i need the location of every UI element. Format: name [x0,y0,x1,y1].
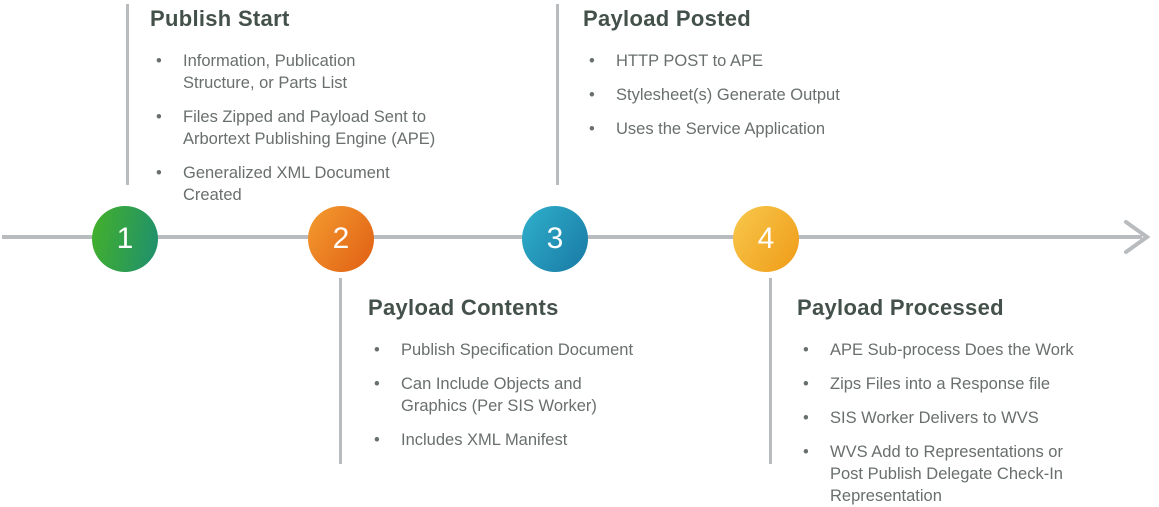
connector-step1 [126,4,129,185]
step1-bullet-3: Generalized XML Document Created [150,162,515,206]
step3-bullet-3: Uses the Service Application [583,118,913,140]
step2-bullet-1: Publish Specification Document [368,339,718,361]
step3-bullet-1: HTTP POST to APE [583,50,913,72]
step3-marker: 3 [522,206,588,272]
step1-marker: 1 [92,206,158,272]
step3-title: Payload Posted [583,6,752,31]
step2-marker: 2 [308,206,374,272]
connector-step2 [339,278,342,464]
step1-bullet-2: Files Zipped and Payload Sent to Arborte… [150,106,515,150]
step4-marker: 4 [733,206,799,272]
step2-title: Payload Contents [368,295,559,320]
timeline-arrowhead-icon [1124,220,1151,254]
connector-step4 [769,278,772,464]
step1-title: Publish Start [150,6,290,31]
step2-bullet-3: Includes XML Manifest [368,429,718,451]
step4-number: 4 [757,222,775,255]
step1-bullet-list: Information, Publication Structure, or P… [150,50,515,206]
step3-section: Payload Posted HTTP POST to APE Styleshe… [583,6,913,152]
step4-bullet-4: WVS Add to Representations or Post Publi… [797,441,1147,507]
step2-bullet-list: Publish Specification Document Can Inclu… [368,339,718,451]
step2-bullet-2: Can Include Objects and Graphics (Per SI… [368,373,718,417]
step3-bullet-list: HTTP POST to APE Stylesheet(s) Generate … [583,50,913,140]
step4-bullet-1: APE Sub-process Does the Work [797,339,1147,361]
step4-title: Payload Processed [797,295,1004,320]
step3-bullet-2: Stylesheet(s) Generate Output [583,84,913,106]
connector-step3 [556,4,559,185]
step1-bullet-1: Information, Publication Structure, or P… [150,50,515,94]
step4-bullet-3: SIS Worker Delivers to WVS [797,407,1147,429]
step4-bullet-list: APE Sub-process Does the Work Zips Files… [797,339,1147,507]
step1-number: 1 [116,222,134,255]
step4-bullet-2: Zips Files into a Response file [797,373,1147,395]
step2-section: Payload Contents Publish Specification D… [368,295,718,463]
step2-number: 2 [332,222,350,255]
step1-section: Publish Start Information, Publication S… [150,6,515,218]
step4-section: Payload Processed APE Sub-process Does t… [797,295,1147,507]
step3-number: 3 [546,222,564,255]
